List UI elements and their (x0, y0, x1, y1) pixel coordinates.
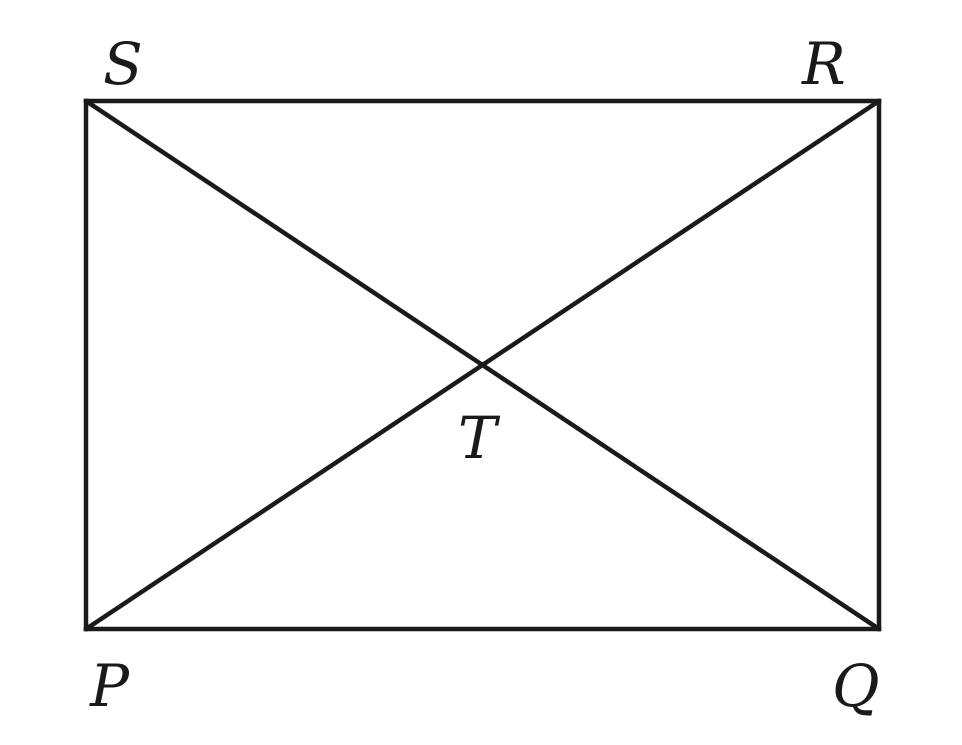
diagonal-PR (83, 98, 882, 632)
vertex-label-R: R (801, 30, 846, 98)
vertex-label-S: S (103, 30, 143, 98)
vertex-label-Q: Q (832, 652, 880, 720)
vertex-label-P: P (89, 652, 130, 720)
intersection-label-T: T (458, 404, 501, 472)
